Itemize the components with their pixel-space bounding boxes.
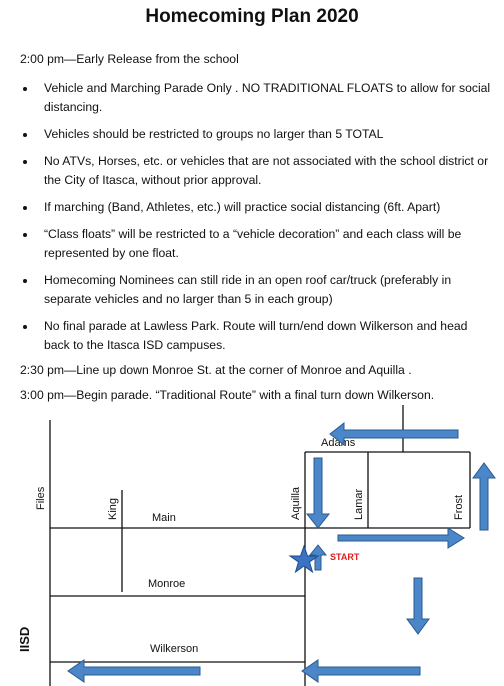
rules-list: Vehicle and Marching Parade Only . NO TR… (20, 79, 496, 355)
frost-label: Frost (453, 495, 465, 520)
king-label: King (107, 498, 119, 520)
lineup-line: 2:30 pm—Line up down Monroe St. at the c… (20, 363, 412, 377)
parade-route-map: Adams Files King Main Aquilla Lamar Fros… (17, 405, 496, 686)
rule-item: No ATVs, Horses, etc. or vehicles that a… (20, 152, 496, 190)
monroe-label: Monroe (148, 578, 185, 590)
arrow-left-icon (67, 659, 201, 683)
plan-text: 2:00 pm—Early Release from the school Ve… (20, 50, 496, 405)
isd-label: IISD (17, 627, 32, 652)
street-lines (49, 405, 471, 686)
arrow-down-icon (406, 577, 430, 635)
arrow-down-icon (305, 457, 331, 529)
arrow-right-icon (337, 527, 465, 549)
begin-line: 3:00 pm—Begin parade. “Traditional Route… (20, 388, 435, 402)
arrow-up-icon (472, 462, 496, 531)
rule-item: No final parade at Lawless Park. Route w… (20, 317, 496, 355)
arrow-left-icon (329, 421, 459, 447)
wilkerson-label: Wilkerson (150, 643, 198, 655)
early-release-line: 2:00 pm—Early Release from the school (20, 52, 239, 66)
start-label: START (330, 552, 360, 562)
main-label: Main (152, 512, 176, 524)
rule-item: Homecoming Nominees can still ride in an… (20, 271, 496, 309)
rule-item: “Class floats” will be restricted to a “… (20, 225, 496, 263)
rule-item: If marching (Band, Athletes, etc.) will … (20, 198, 496, 217)
arrow-left-icon (301, 659, 421, 683)
adams-label: Adams (321, 437, 356, 449)
arrow-up-icon (308, 544, 328, 571)
rule-item: Vehicles should be restricted to groups … (20, 125, 496, 144)
rule-item: Vehicle and Marching Parade Only . NO TR… (20, 79, 496, 117)
route-arrows (67, 421, 496, 683)
lamar-label: Lamar (353, 488, 365, 520)
files-label: Files (35, 486, 47, 510)
start-star-icon (288, 544, 320, 574)
page-title: Homecoming Plan 2020 (145, 6, 359, 27)
aquilla-label: Aquilla (290, 486, 302, 520)
